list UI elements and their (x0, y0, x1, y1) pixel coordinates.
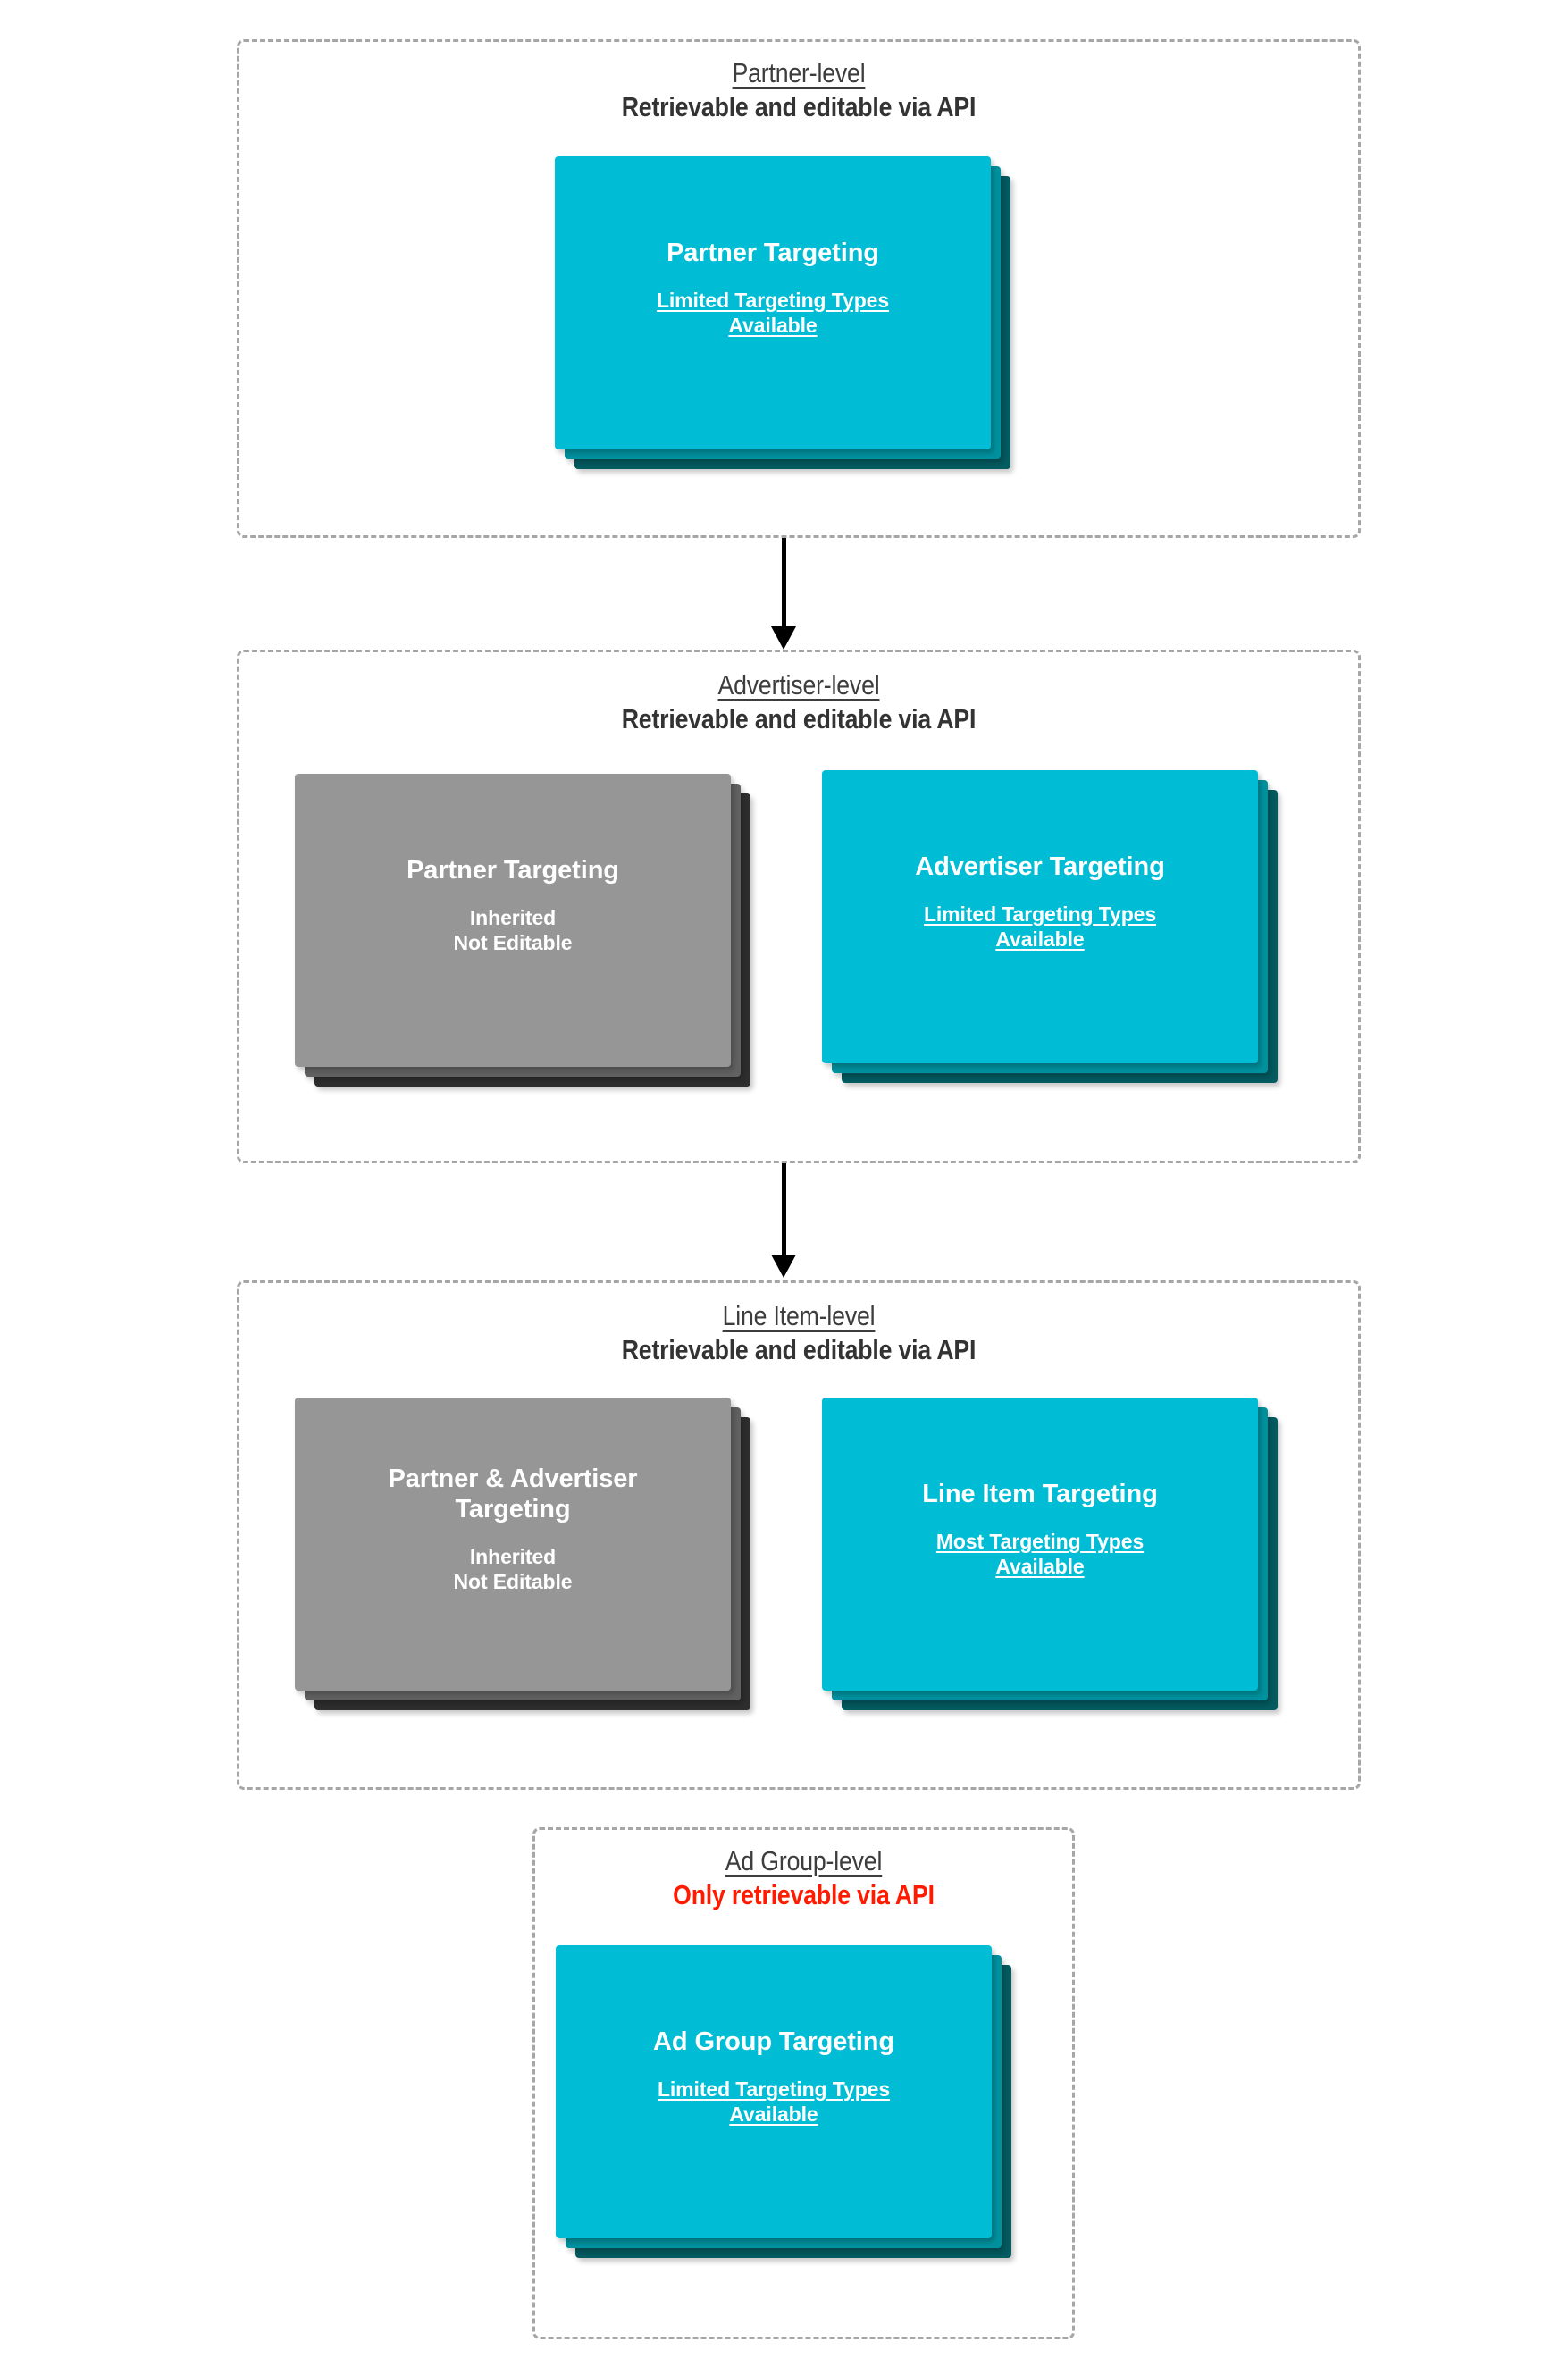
card-face-partner-targeting-inherited: Partner Targeting Inherited Not Editable (295, 774, 731, 1067)
card-stack-partner-targeting-inherited[interactable]: Partner Targeting Inherited Not Editable (295, 774, 750, 1087)
arrow-advertiser-to-line-item (771, 1163, 796, 1278)
level-title-advertiser: Advertiser-level (717, 669, 880, 701)
card-layer-front: Line Item Targeting Most Targeting Types… (822, 1398, 1258, 1691)
level-box-ad-group: Ad Group-level Only retrievable via API … (532, 1827, 1075, 2339)
level-api-note-advertiser: Retrievable and editable via API (621, 702, 977, 734)
card-title: Partner Targeting (407, 855, 619, 885)
card-face-partner-advertiser-targeting-inherited: Partner & Advertiser Targeting Inherited… (295, 1398, 731, 1691)
level-heading-partner: Partner-level Retrievable and editable v… (239, 56, 1358, 125)
level-api-note-partner: Retrievable and editable via API (621, 90, 977, 122)
arrow-head-icon (771, 1255, 796, 1278)
card-layer-front: Partner & Advertiser Targeting Inherited… (295, 1398, 731, 1691)
card-layer-front: Partner Targeting Inherited Not Editable (295, 774, 731, 1067)
level-title-ad-group: Ad Group-level (725, 1845, 883, 1876)
card-stack-advertiser-targeting[interactable]: Advertiser Targeting Limited Targeting T… (822, 770, 1278, 1083)
level-heading-advertiser: Advertiser-level Retrievable and editabl… (239, 668, 1358, 737)
card-face-advertiser-targeting: Advertiser Targeting Limited Targeting T… (822, 770, 1258, 1063)
arrow-shaft (782, 538, 786, 629)
level-api-note-line-item: Retrievable and editable via API (621, 1333, 977, 1365)
card-stack-line-item-targeting[interactable]: Line Item Targeting Most Targeting Types… (822, 1398, 1278, 1710)
card-subtitle: Inherited Not Editable (453, 1545, 573, 1594)
card-subtitle: Most Targeting Types Available (935, 1530, 1145, 1579)
card-layer-front: Advertiser Targeting Limited Targeting T… (822, 770, 1258, 1063)
card-title: Partner Targeting (667, 238, 879, 267)
card-face-line-item-targeting: Line Item Targeting Most Targeting Types… (822, 1398, 1258, 1691)
level-heading-line-item: Line Item-level Retrievable and editable… (239, 1299, 1358, 1368)
card-title: Advertiser Targeting (915, 852, 1165, 881)
card-title: Ad Group Targeting (653, 2027, 894, 2056)
level-box-partner: Partner-level Retrievable and editable v… (237, 39, 1361, 538)
level-heading-ad-group: Ad Group-level Only retrievable via API (535, 1844, 1072, 1913)
card-stack-ad-group-targeting[interactable]: Ad Group Targeting Limited Targeting Typ… (556, 1945, 1011, 2258)
level-box-line-item: Line Item-level Retrievable and editable… (237, 1280, 1361, 1790)
level-api-note-ad-group: Only retrievable via API (673, 1878, 935, 1910)
card-face-ad-group-targeting: Ad Group Targeting Limited Targeting Typ… (556, 1945, 992, 2238)
card-stack-partner-advertiser-targeting-inherited[interactable]: Partner & Advertiser Targeting Inherited… (295, 1398, 750, 1710)
card-stack-partner-targeting[interactable]: Partner Targeting Limited Targeting Type… (555, 156, 1010, 469)
card-subtitle: Limited Targeting Types Available (657, 2077, 891, 2127)
card-layer-front: Partner Targeting Limited Targeting Type… (555, 156, 991, 449)
card-layer-front: Ad Group Targeting Limited Targeting Typ… (556, 1945, 992, 2238)
card-subtitle: Limited Targeting Types Available (923, 902, 1157, 952)
card-subtitle: Limited Targeting Types Available (656, 289, 890, 338)
level-title-partner: Partner-level (732, 57, 866, 88)
card-face-partner-targeting: Partner Targeting Limited Targeting Type… (555, 156, 991, 449)
level-title-line-item: Line Item-level (722, 1300, 876, 1331)
arrow-shaft (782, 1163, 786, 1257)
arrow-partner-to-advertiser (771, 538, 796, 650)
arrow-head-icon (771, 626, 796, 650)
card-title: Line Item Targeting (922, 1479, 1158, 1508)
card-subtitle: Inherited Not Editable (453, 906, 573, 955)
level-box-advertiser: Advertiser-level Retrievable and editabl… (237, 650, 1361, 1163)
card-title: Partner & Advertiser Targeting (388, 1464, 638, 1523)
